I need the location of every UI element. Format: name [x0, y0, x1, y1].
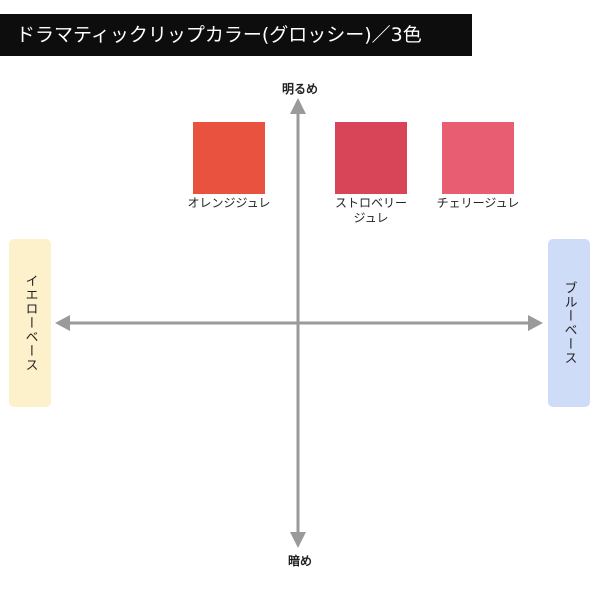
page-title: ドラマティックリップカラー(グロッシー)／3色 [0, 14, 472, 56]
swatch-orange-jelly [193, 122, 265, 194]
yellow-base-label: イエローベース [22, 274, 38, 372]
label-cherry-jelly: チェリージュレ [436, 196, 520, 210]
swatch-cherry-jelly [442, 122, 514, 194]
horizontal-axis [55, 315, 543, 331]
arrow-down-icon [290, 532, 306, 548]
arrow-left-icon [55, 315, 70, 331]
label-strawberry-jelly-text: ストロベリージュレ [334, 196, 407, 225]
swatch-strawberry-jelly [335, 122, 407, 194]
yellow-base-label-box: イエローベース [9, 239, 51, 407]
arrow-up-icon [290, 98, 306, 114]
label-strawberry-jelly: ストロベリージュレ [316, 196, 426, 226]
arrow-right-icon [528, 315, 543, 331]
blue-base-label: ブルーベース [561, 281, 577, 365]
label-orange-jelly: オレンジジュレ [187, 196, 271, 210]
axis-label-bright: 明るめ [281, 82, 318, 96]
axis-label-dark: 暗め [287, 554, 312, 568]
blue-base-label-box: ブルーベース [548, 239, 590, 407]
